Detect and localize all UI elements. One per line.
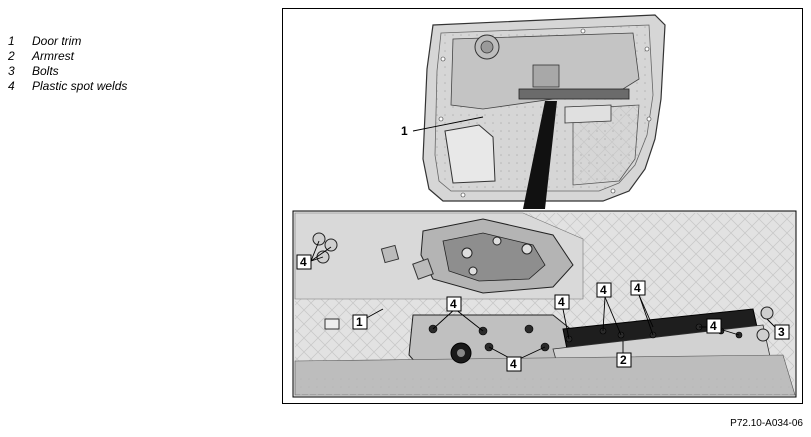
legend-list: 1 Door trim 2 Armrest 3 Bolts 4 Plastic … — [8, 34, 127, 94]
callout-label: 4 — [710, 319, 717, 333]
callout-label: 4 — [300, 255, 307, 269]
leader-line — [412, 116, 484, 132]
detail-view — [292, 210, 797, 398]
figure-reference: P72.10-A034-06 — [730, 418, 803, 429]
callout-4-b: 4 — [596, 282, 612, 298]
callout-label: 4 — [558, 295, 565, 309]
legend-item: 4 Plastic spot welds — [8, 79, 127, 94]
callout-label: 3 — [778, 325, 785, 339]
callout-2: 2 — [616, 352, 632, 368]
callout-4-c: 4 — [630, 280, 646, 296]
callout-label: 2 — [620, 353, 627, 367]
callout-4-mid: 4 — [446, 296, 462, 312]
legend-label: Door trim — [32, 34, 82, 48]
legend-item: 1 Door trim — [8, 34, 127, 49]
callout-4-d: 4 — [706, 318, 722, 334]
door-trim-overview — [422, 14, 666, 202]
callout-label: 4 — [600, 283, 607, 297]
legend-number: 1 — [8, 34, 15, 48]
callout-4-left: 4 — [296, 254, 312, 270]
legend-number: 4 — [8, 79, 15, 93]
callout-label: 4 — [634, 281, 641, 295]
legend-label: Armrest — [32, 49, 74, 63]
legend-number: 3 — [8, 64, 15, 78]
legend-label: Plastic spot welds — [32, 79, 128, 93]
callout-label: 4 — [510, 357, 517, 371]
figure-frame: 1 4 1 4 4 4 4 4 — [282, 8, 803, 404]
legend-label: Bolts — [32, 64, 59, 78]
callout-leaders — [310, 240, 780, 362]
callout-label: 1 — [356, 315, 363, 329]
door-trim-illustration: 1 4 1 4 4 4 4 4 — [292, 14, 797, 398]
callout-3: 3 — [774, 324, 790, 340]
callout-1-overview: 1 — [401, 124, 408, 138]
callout-label: 4 — [450, 297, 457, 311]
zoom-wedge — [523, 101, 557, 209]
callout-4-bottom: 4 — [506, 356, 522, 372]
callout-4-a: 4 — [554, 294, 570, 310]
legend-item: 3 Bolts — [8, 64, 127, 79]
legend-number: 2 — [8, 49, 15, 63]
callout-label: 1 — [401, 124, 408, 138]
callout-1-detail: 1 — [352, 314, 368, 330]
legend-item: 2 Armrest — [8, 49, 127, 64]
